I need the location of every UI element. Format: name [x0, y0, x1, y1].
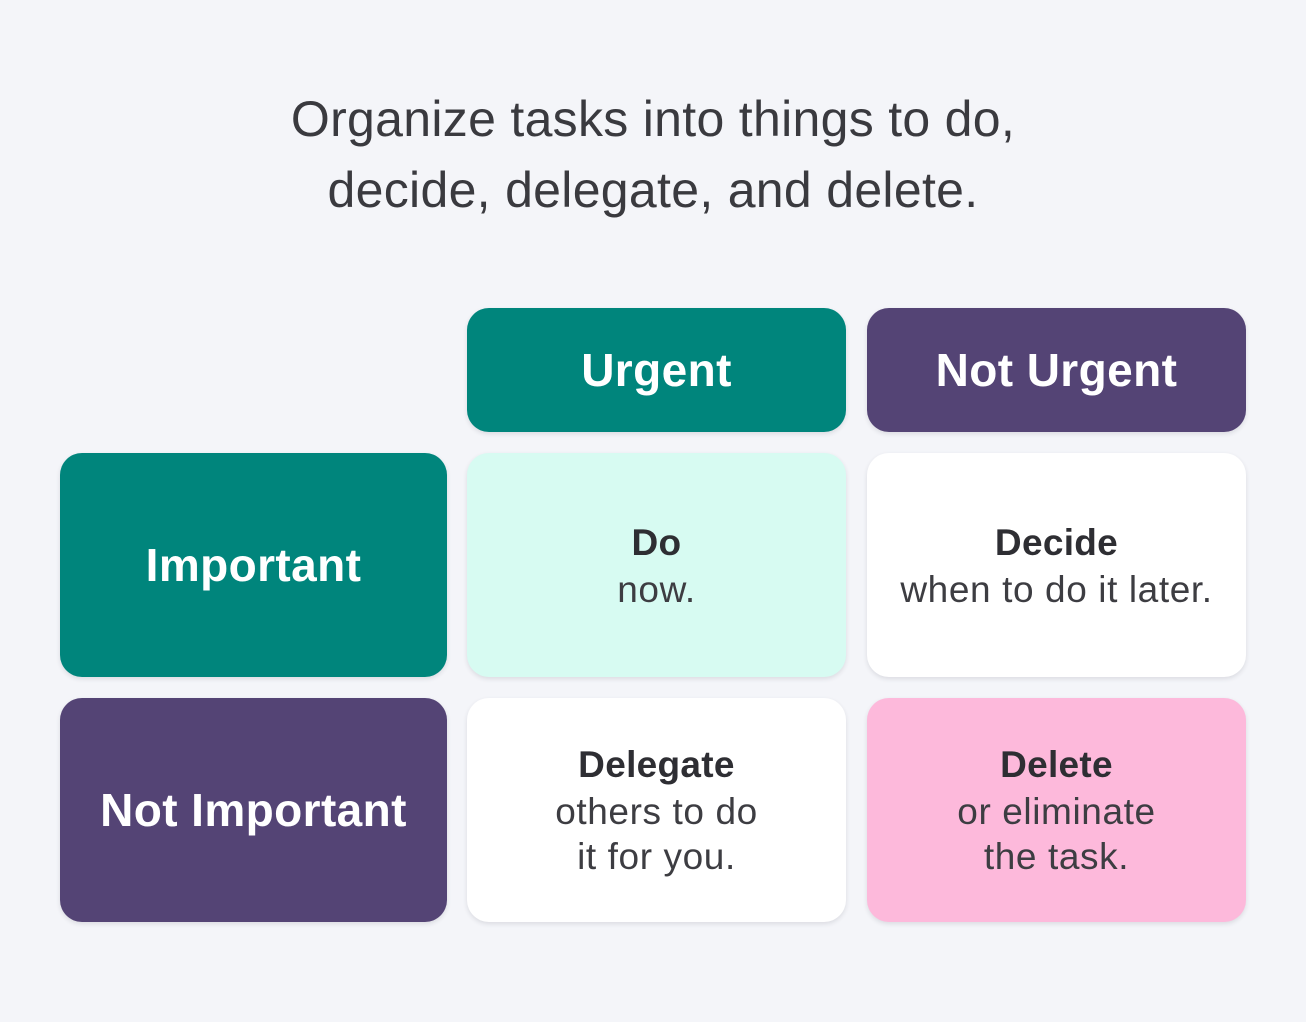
quadrant-do-desc: now. — [617, 568, 696, 610]
quadrant-decide: Decide when to do it later. — [867, 453, 1246, 677]
quadrant-decide-desc: when to do it later. — [900, 568, 1213, 610]
quadrant-do-title: Do — [631, 521, 682, 563]
row-header-important-label: Important — [145, 539, 362, 591]
quadrant-delete-desc: or eliminate the task. — [957, 791, 1156, 877]
headline-line-2: decide, delegate, and delete. — [327, 162, 979, 218]
headline: Organize tasks into things to do, decide… — [0, 84, 1306, 226]
quadrant-delete: Delete or eliminate the task. — [867, 698, 1246, 922]
quadrant-delegate-title: Delegate — [578, 744, 735, 785]
column-header-urgent-label: Urgent — [581, 344, 732, 396]
quadrant-delete-title: Delete — [1000, 744, 1113, 785]
column-header-not-urgent-label: Not Urgent — [935, 344, 1178, 396]
row-header-not-important: Not Important — [60, 698, 447, 922]
quadrant-delegate-desc: others to do it for you. — [555, 791, 758, 877]
column-header-not-urgent: Not Urgent — [867, 308, 1246, 432]
column-header-urgent: Urgent — [467, 308, 846, 432]
row-header-important: Important — [60, 453, 447, 677]
quadrant-delegate: Delegate others to do it for you. — [467, 698, 846, 922]
quadrant-decide-title: Decide — [994, 521, 1119, 563]
row-header-not-important-label: Not Important — [100, 784, 407, 836]
headline-line-1: Organize tasks into things to do, — [290, 91, 1016, 147]
quadrant-do: Do now. — [467, 453, 846, 677]
